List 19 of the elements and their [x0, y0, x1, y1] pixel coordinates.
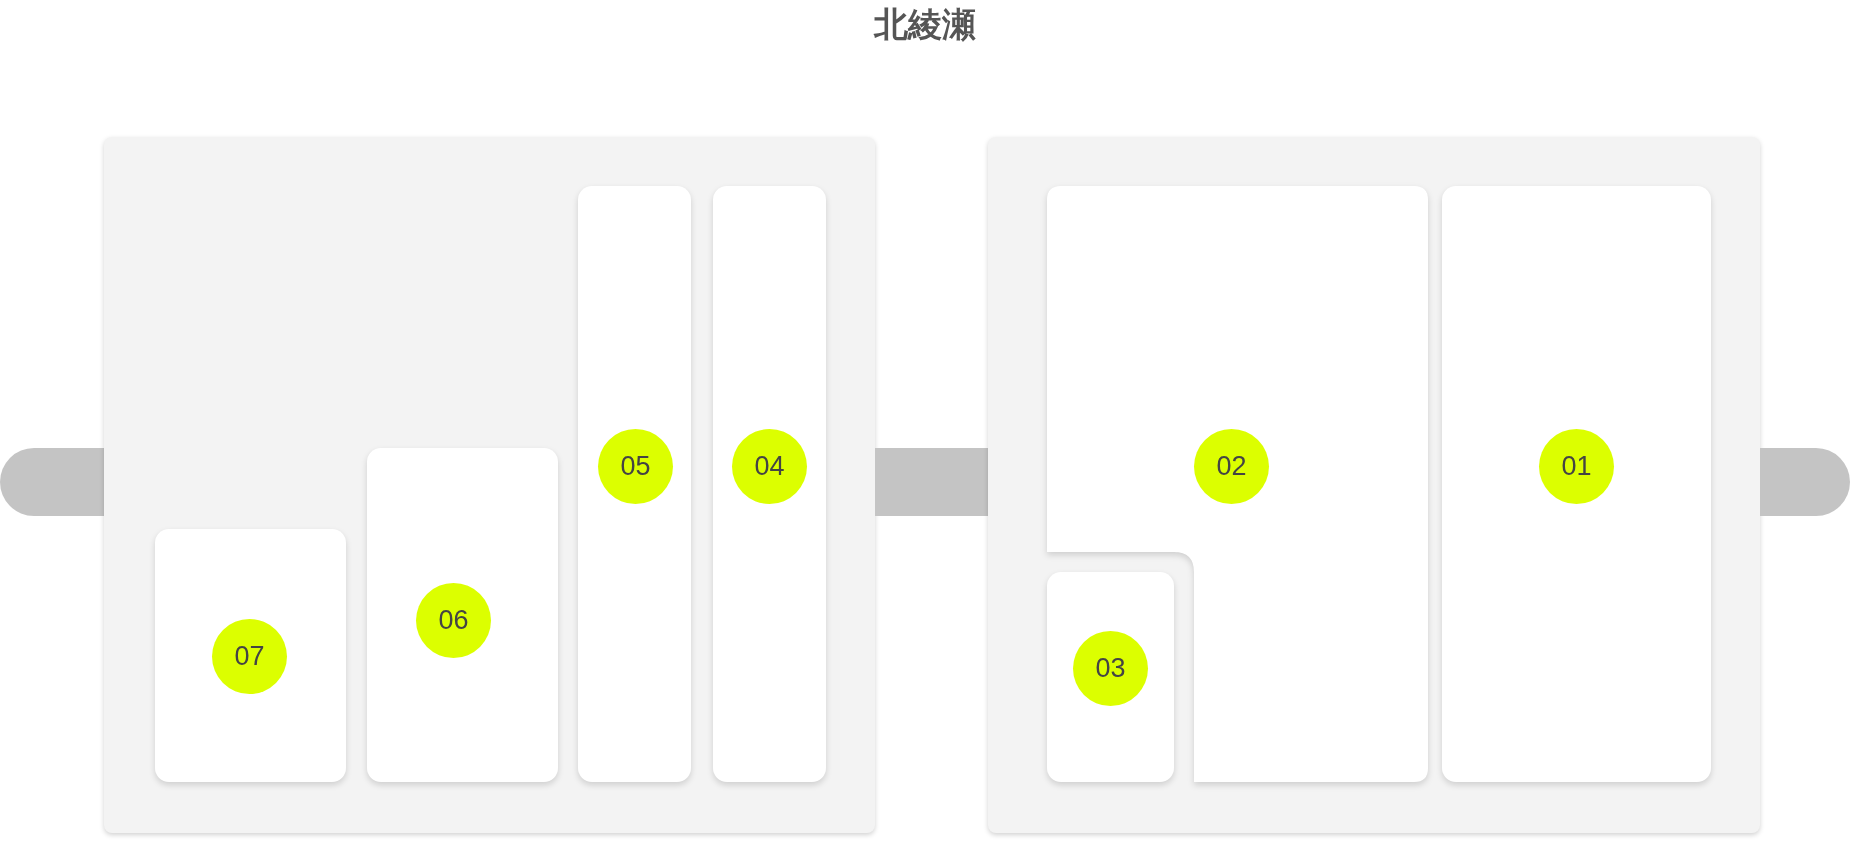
room	[155, 529, 346, 782]
room	[713, 186, 826, 782]
room-number: 06	[416, 583, 491, 658]
corridor-bar	[875, 448, 988, 516]
room-number: 07	[212, 619, 287, 694]
room-number: 03	[1073, 631, 1148, 706]
room	[367, 448, 558, 782]
floor-area	[104, 137, 875, 833]
room-number: 05	[598, 429, 673, 504]
title: 北綾瀬	[872, 3, 977, 46]
room	[578, 186, 691, 782]
room-number: 04	[732, 429, 807, 504]
room	[1442, 186, 1711, 782]
floor-area	[988, 137, 1760, 833]
room	[1047, 572, 1174, 782]
room	[1047, 186, 1428, 782]
corridor-bar	[0, 448, 104, 516]
room-number: 01	[1539, 429, 1614, 504]
corridor-bar	[1760, 448, 1850, 516]
